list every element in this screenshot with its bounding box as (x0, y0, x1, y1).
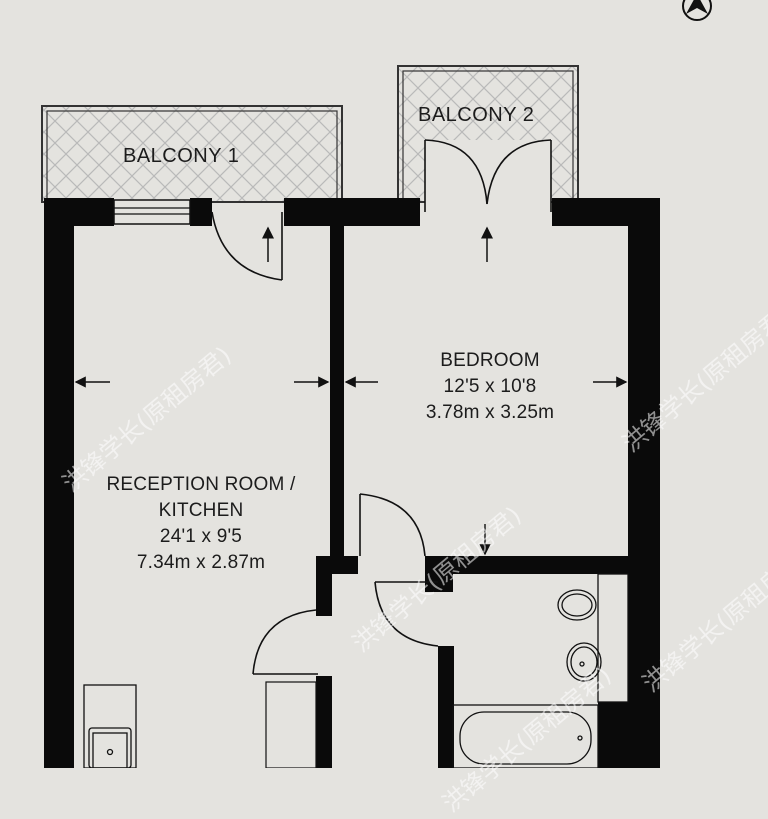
reception-metric: 7.34m x 2.87m (136, 552, 266, 573)
reception-imperial: 24'1 x 9'5 (159, 526, 243, 547)
balcony-1-label: BALCONY 1 (123, 145, 240, 167)
floor-plan (41, 0, 712, 768)
entrance-door (252, 609, 318, 768)
bedroom-metric: 3.78m x 3.25m (425, 402, 555, 423)
balcony-2-french-doors (424, 139, 552, 212)
balcony-2-label: BALCONY 2 (418, 104, 535, 126)
reception-name-line2: KITCHEN (158, 500, 244, 521)
bedroom-imperial: 12'5 x 10'8 (443, 376, 537, 397)
bedroom-door (359, 493, 426, 557)
walls (44, 198, 660, 768)
balcony-1-door (211, 211, 283, 281)
bathroom-fixtures (452, 573, 629, 768)
balcony-1-window (113, 199, 191, 225)
kitchen-counter (83, 684, 137, 768)
bathroom-door (374, 581, 439, 647)
reception-name-line1: RECEPTION ROOM / (106, 474, 296, 495)
balcony-1 (41, 105, 343, 203)
dimension-arrows (74, 376, 628, 556)
bedroom-label: BEDROOM 12'5 x 10'8 3.78m x 3.25m (390, 348, 590, 426)
bath-icon (452, 704, 599, 768)
reception-label: RECEPTION ROOM / KITCHEN 24'1 x 9'5 7.34… (70, 472, 332, 576)
bedroom-name: BEDROOM (440, 350, 540, 371)
basin-icon (566, 642, 602, 682)
north-arrow-icon (682, 0, 712, 21)
toilet-icon (557, 589, 597, 621)
